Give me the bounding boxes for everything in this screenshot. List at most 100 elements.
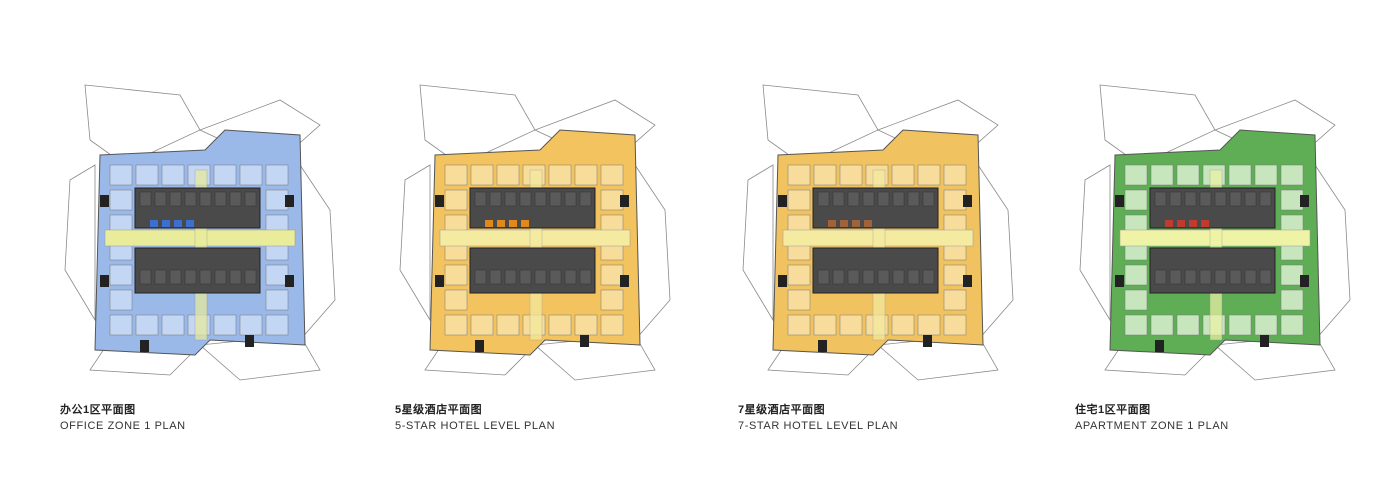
- elevator: [877, 269, 890, 285]
- room: [213, 314, 237, 336]
- accent-block: [1189, 220, 1197, 227]
- room: [1280, 314, 1304, 336]
- elevator: [907, 269, 920, 285]
- accent-block: [864, 220, 872, 227]
- accent-block: [828, 220, 836, 227]
- room: [1176, 314, 1200, 336]
- elevator: [922, 269, 935, 285]
- elevator: [474, 269, 487, 285]
- room: [839, 314, 863, 336]
- elevator: [549, 269, 562, 285]
- caption-hotel7: 7星级酒店平面图 7-STAR HOTEL LEVEL PLAN: [738, 402, 998, 434]
- elevator: [154, 191, 167, 207]
- column: [963, 275, 972, 287]
- room-grid: [787, 164, 967, 336]
- room: [787, 314, 811, 336]
- elevator: [139, 191, 152, 207]
- room: [839, 164, 863, 186]
- elevator: [474, 191, 487, 207]
- elevator: [244, 191, 257, 207]
- room: [470, 314, 494, 336]
- room: [891, 314, 915, 336]
- room: [444, 289, 468, 311]
- room: [787, 164, 811, 186]
- elevator: [1244, 269, 1257, 285]
- elevator: [1154, 191, 1167, 207]
- column: [100, 195, 109, 207]
- column: [1115, 195, 1124, 207]
- elevator: [862, 191, 875, 207]
- elevator: [1199, 269, 1212, 285]
- facade-outline: [1079, 164, 1111, 322]
- floor-plan-apartment: [1079, 84, 1351, 381]
- room: [943, 189, 967, 211]
- room: [548, 164, 572, 186]
- elevator: [504, 191, 517, 207]
- column: [435, 195, 444, 207]
- elevator: [922, 191, 935, 207]
- column: [1155, 340, 1164, 352]
- room: [1280, 164, 1304, 186]
- elevator: [1229, 269, 1242, 285]
- elevator: [1214, 191, 1227, 207]
- elevator: [1169, 269, 1182, 285]
- room: [574, 164, 598, 186]
- accent-block: [852, 220, 860, 227]
- room: [265, 289, 289, 311]
- room: [213, 164, 237, 186]
- column: [1300, 275, 1309, 287]
- room: [813, 314, 837, 336]
- room: [1228, 314, 1252, 336]
- floor-plan-hotel7: [742, 84, 1014, 381]
- room: [109, 314, 133, 336]
- column: [620, 275, 629, 287]
- room: [109, 164, 133, 186]
- caption-hotel7-cn: 7星级酒店平面图: [738, 404, 826, 416]
- room: [1124, 289, 1148, 311]
- room: [265, 189, 289, 211]
- elevator: [519, 269, 532, 285]
- elevator: [1244, 191, 1257, 207]
- room: [600, 164, 624, 186]
- room: [239, 164, 263, 186]
- room: [943, 264, 967, 286]
- room: [787, 189, 811, 211]
- elevator: [199, 269, 212, 285]
- elevator: [1199, 191, 1212, 207]
- facade-outline: [1099, 84, 1216, 166]
- accent-block: [1177, 220, 1185, 227]
- room: [265, 264, 289, 286]
- elevator: [184, 191, 197, 207]
- facade-outline: [634, 163, 671, 342]
- room: [943, 289, 967, 311]
- accent-block: [162, 220, 170, 227]
- elevator: [832, 269, 845, 285]
- caption-hotel7-en: 7-STAR HOTEL LEVEL PLAN: [738, 420, 899, 432]
- room: [917, 164, 941, 186]
- room: [265, 314, 289, 336]
- room: [1280, 289, 1304, 311]
- elevator: [489, 191, 502, 207]
- column: [140, 340, 149, 352]
- elevator: [1154, 269, 1167, 285]
- elevator: [504, 269, 517, 285]
- column: [100, 275, 109, 287]
- floor-plan-office: [64, 84, 336, 381]
- room: [109, 289, 133, 311]
- elevator: [184, 269, 197, 285]
- elevator: [1259, 269, 1272, 285]
- elevator: [139, 269, 152, 285]
- column: [778, 195, 787, 207]
- column: [435, 275, 444, 287]
- plan-hotel5: [385, 70, 685, 400]
- elevator: [169, 191, 182, 207]
- facade-outline: [299, 163, 336, 342]
- room: [1150, 314, 1174, 336]
- room: [239, 314, 263, 336]
- elevator: [169, 269, 182, 285]
- floor-plan-hotel5: [399, 84, 671, 381]
- room: [1124, 189, 1148, 211]
- caption-hotel5: 5星级酒店平面图 5-STAR HOTEL LEVEL PLAN: [395, 402, 655, 434]
- elevator: [1229, 191, 1242, 207]
- room: [787, 264, 811, 286]
